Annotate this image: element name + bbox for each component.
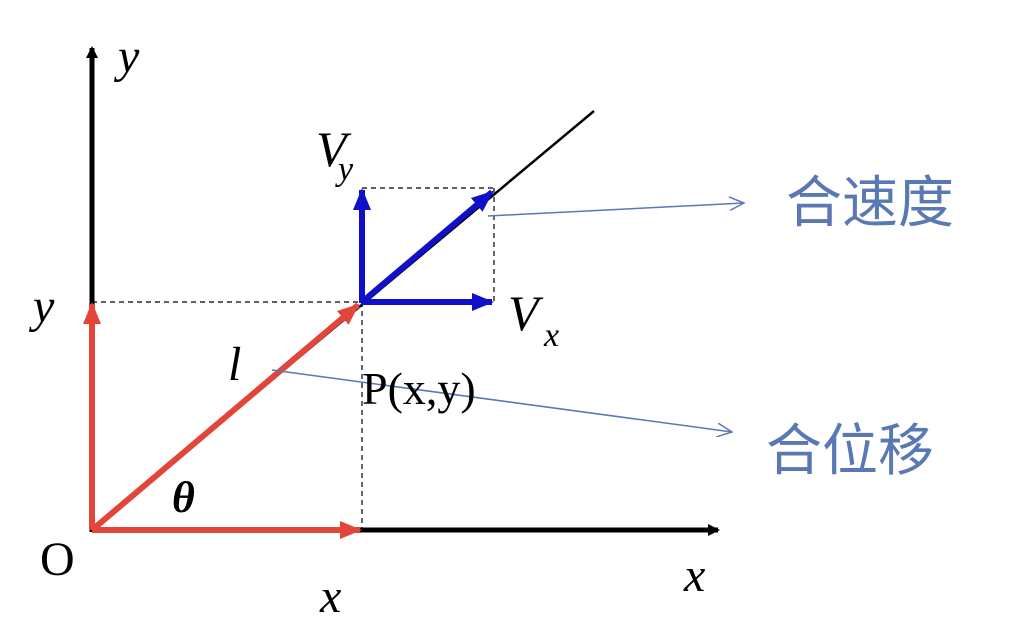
pointer-resultant-velocity [487, 203, 744, 217]
resultant-displacement-label: 合位移 [766, 419, 934, 484]
vx-label: V [508, 285, 544, 341]
vy-subscript: y [335, 151, 354, 188]
y-projection-label: y [28, 280, 55, 333]
vx-subscript: x [543, 317, 559, 354]
x-axis-label: x [683, 549, 705, 602]
x-projection-label: x [319, 570, 341, 623]
velocity-resultant-vector [360, 189, 494, 305]
displacement-resultant-vector [90, 302, 360, 533]
theta-label: θ [172, 473, 195, 522]
origin-label: O [40, 533, 75, 586]
resultant-velocity-label: 合速度 [786, 171, 954, 236]
pointer-resultant-displacement [271, 369, 732, 432]
point-label: P(x,y) [362, 363, 476, 414]
y-axis-label: y [113, 30, 140, 83]
length-label: l [228, 338, 241, 391]
vy-label: V [316, 121, 352, 177]
